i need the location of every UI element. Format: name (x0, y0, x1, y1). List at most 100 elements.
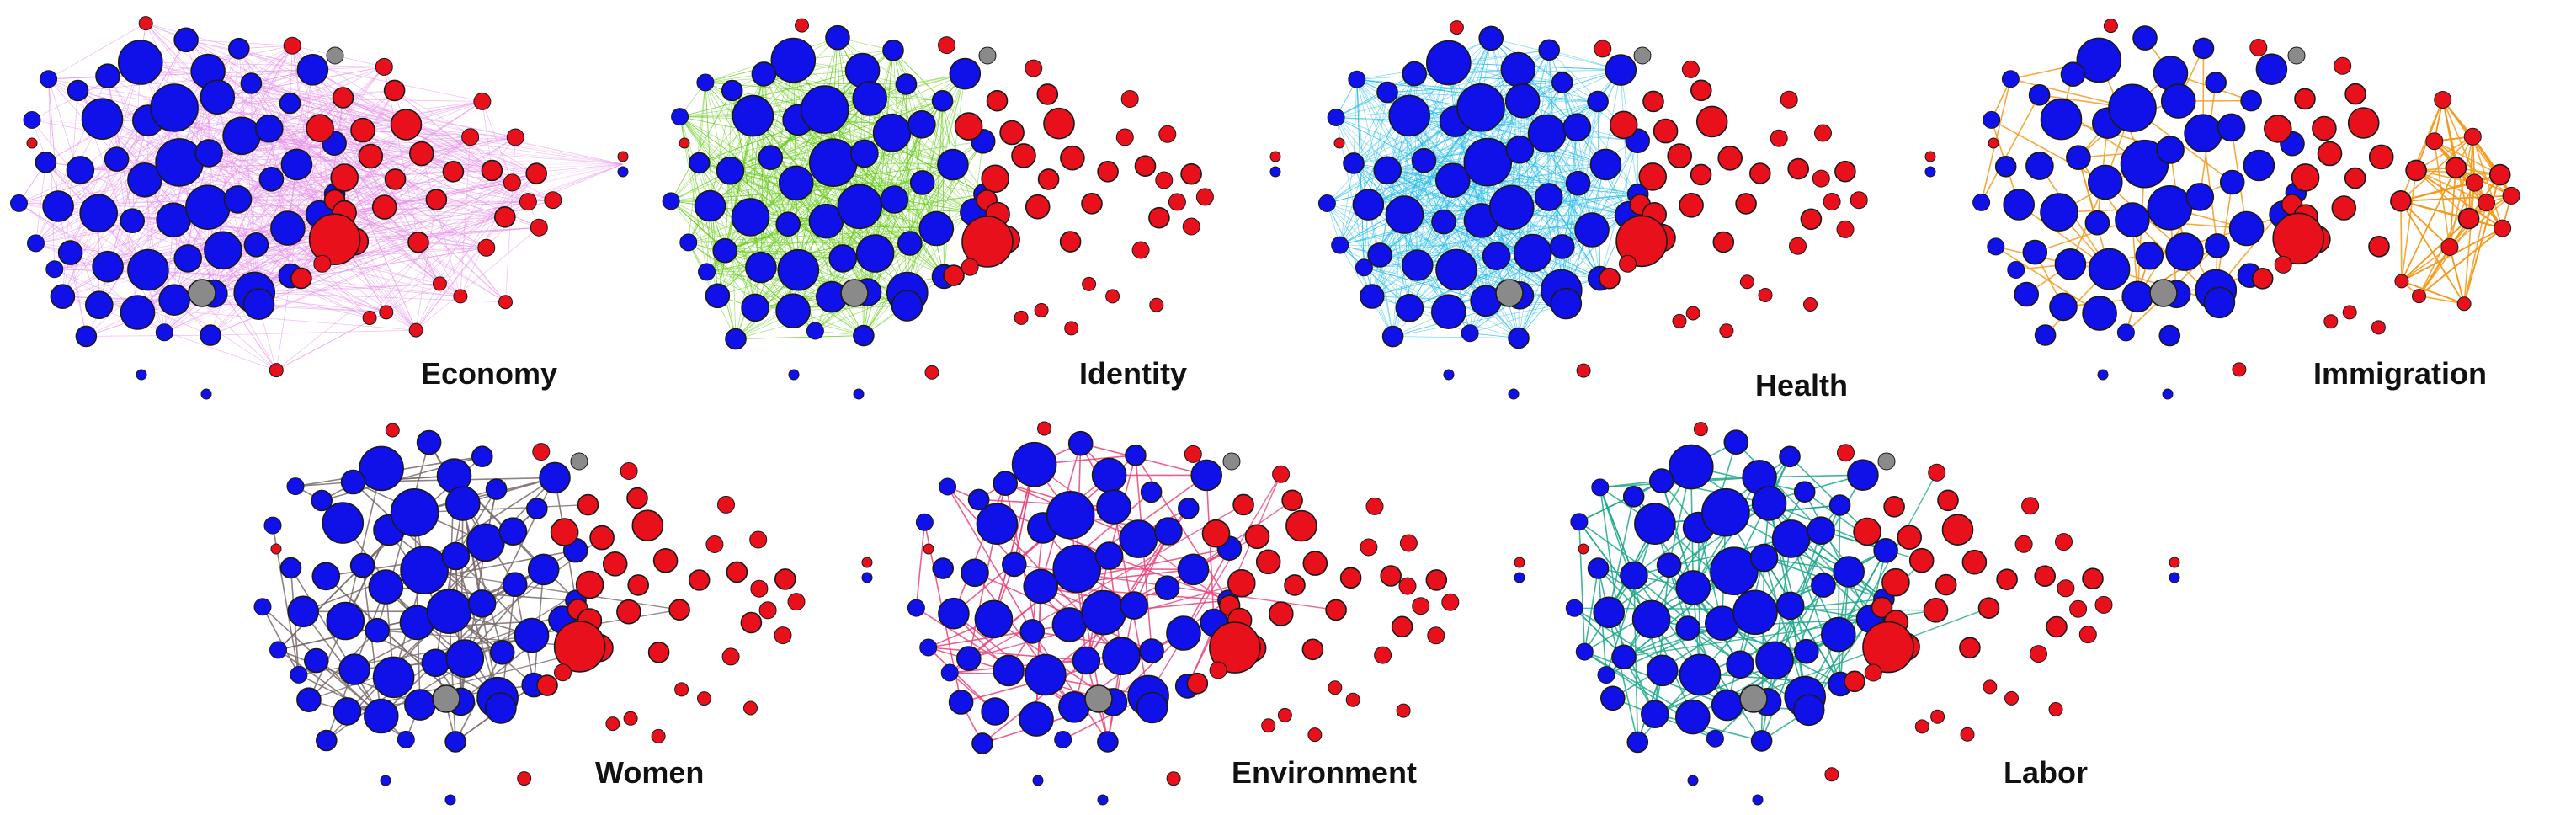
red-node (1693, 422, 1708, 437)
edge (2400, 194, 2512, 202)
red-node (2055, 533, 2073, 551)
red-node (705, 535, 724, 553)
edge (62, 296, 386, 313)
blue-node (1793, 638, 1819, 664)
red-node (477, 238, 496, 257)
edge (1496, 255, 1600, 279)
blue-node (1675, 570, 1711, 605)
blue-node (852, 81, 888, 116)
blue-node (712, 237, 737, 264)
blue-node (1562, 113, 1592, 141)
blue-node (200, 388, 212, 400)
blue-node (85, 290, 114, 320)
blue-node (2184, 114, 2222, 152)
red-node (1209, 621, 1261, 674)
blue-node (1574, 212, 1610, 248)
blue-node (2185, 183, 2215, 211)
blue-node (1054, 731, 1072, 748)
blue-node (1687, 775, 1699, 786)
blue-node (1710, 546, 1759, 595)
red-node (2334, 56, 2352, 75)
edge (237, 163, 624, 200)
red-node (787, 593, 806, 611)
blue-node (775, 211, 801, 237)
edge (2449, 247, 2465, 304)
edges-immigration (1980, 37, 2512, 336)
red-node (1748, 162, 1771, 184)
blue-node (2014, 281, 2039, 307)
red-node (1034, 303, 1049, 317)
red-node (1685, 306, 1700, 321)
blue-node (2205, 233, 2230, 258)
blue-node (1177, 553, 1210, 586)
edge (2472, 136, 2504, 229)
edge (833, 162, 975, 213)
blue-node (127, 248, 169, 291)
blue-node (993, 471, 1018, 496)
blue-node (1752, 794, 1764, 806)
red-node (1082, 276, 1097, 291)
blue-node (853, 324, 875, 347)
blue-node (716, 156, 745, 185)
edge (1469, 303, 1567, 334)
edge (1327, 203, 1373, 297)
edge (2463, 202, 2488, 304)
gray-node (1084, 684, 1113, 713)
blue-node (279, 557, 302, 579)
blue-node (269, 641, 287, 659)
edge (864, 153, 908, 293)
red-node (379, 305, 394, 320)
edge (824, 109, 911, 244)
red-node (1642, 90, 1664, 113)
edge (735, 335, 864, 339)
blue-node (1154, 517, 1183, 546)
edge (2401, 170, 2417, 282)
blue-node (1508, 327, 1530, 349)
red-node (1717, 146, 1743, 171)
red-node (544, 191, 562, 210)
red-node (1834, 160, 1856, 183)
panel-label-women: Women (595, 755, 704, 790)
red-node (2249, 39, 2268, 56)
blue-node (919, 638, 938, 657)
edge (2419, 295, 2465, 305)
edge (1368, 92, 1388, 205)
edge (1031, 631, 1109, 743)
edge (946, 486, 1033, 632)
edge (1490, 38, 1599, 102)
edge (1790, 538, 1841, 684)
red-node (553, 621, 606, 673)
edge (710, 90, 733, 206)
edge (1578, 521, 1723, 624)
edge (70, 120, 149, 253)
blue-node (349, 552, 375, 578)
red-node (1269, 151, 1281, 162)
edge (421, 153, 461, 297)
blue-node (745, 251, 777, 284)
edge (256, 226, 540, 246)
red-node (743, 700, 758, 716)
blue-node (471, 445, 493, 468)
edge (710, 205, 737, 339)
red-node (1182, 217, 1200, 236)
blue-node (1343, 152, 1365, 174)
red-node (1908, 547, 1935, 573)
red-node (26, 137, 38, 149)
edge (173, 152, 210, 301)
blue-node (1597, 666, 1615, 684)
blue-node (489, 639, 515, 665)
red-node (2405, 159, 2427, 182)
blue-node (2116, 323, 2135, 342)
blue-node (1411, 147, 1437, 173)
red-node (1837, 444, 1855, 462)
red-node (1186, 672, 1209, 695)
blue-node (1551, 72, 1573, 93)
blue-node (253, 598, 272, 616)
red-node (1739, 274, 1754, 290)
edge (1597, 101, 1601, 279)
blue-node (1622, 486, 1645, 508)
red-node (1441, 593, 1460, 611)
edge (344, 468, 382, 621)
edge (699, 162, 762, 268)
red-node (442, 161, 465, 183)
